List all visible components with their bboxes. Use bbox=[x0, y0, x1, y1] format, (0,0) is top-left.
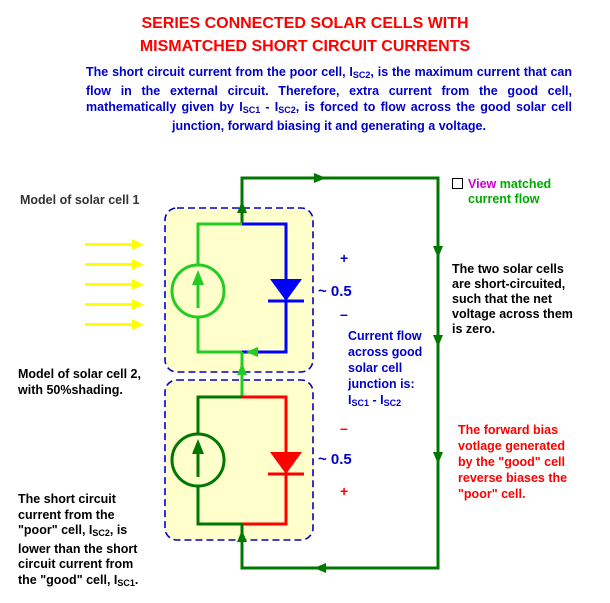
bottom-plus-sign: + bbox=[340, 483, 349, 499]
light-arrow-3 bbox=[85, 279, 144, 290]
cell-2-box bbox=[164, 379, 314, 541]
view-matched-label[interactable]: View matched current flow bbox=[468, 177, 552, 206]
cell-1-circuit bbox=[170, 222, 304, 378]
light-arrow-2 bbox=[85, 259, 144, 270]
note-junction-current: Current flow across good solar cell junc… bbox=[348, 328, 422, 411]
arrow-cell1-top bbox=[237, 201, 247, 213]
title-line-2: MISMATCHED SHORT CIRCUIT CURRENTS bbox=[139, 38, 471, 55]
light-arrow-1 bbox=[85, 239, 144, 250]
current-source-2 bbox=[170, 432, 226, 488]
bottom-minus-sign: – bbox=[340, 420, 348, 436]
light-arrow-5 bbox=[85, 319, 144, 330]
arrow-cell1-bottom bbox=[246, 347, 258, 357]
current-direction-arrows bbox=[237, 173, 443, 573]
title-line-1: SERIES CONNECTED SOLAR CELLS WITH bbox=[141, 15, 469, 32]
cell-2-circuit bbox=[170, 395, 304, 545]
arrow-bottom-wire bbox=[314, 563, 326, 573]
top-minus-sign: – bbox=[340, 306, 348, 322]
arrow-right-wire-2 bbox=[433, 335, 443, 347]
incident-light-arrows bbox=[85, 239, 144, 330]
top-plus-sign: + bbox=[340, 250, 349, 266]
view-matched-checkbox[interactable] bbox=[452, 178, 463, 189]
label-cell-2-line-1: Model of solar cell 2, bbox=[18, 367, 141, 381]
external-wire bbox=[240, 176, 440, 570]
arrow-right-wire-3 bbox=[433, 452, 443, 464]
label-cell-1: Model of solar cell 1 bbox=[20, 193, 140, 207]
good-cell-diode bbox=[270, 279, 302, 301]
bottom-voltage-value: ~ 0.5 bbox=[318, 451, 352, 468]
arrow-right-wire-1 bbox=[433, 246, 443, 258]
label-cell-2-line-2: with 50%shading. bbox=[18, 383, 123, 397]
top-voltage-value: ~ 0.5 bbox=[318, 283, 352, 300]
light-arrow-4 bbox=[85, 299, 144, 310]
intro-paragraph: The short circuit current from the poor … bbox=[86, 65, 573, 133]
poor-cell-diode bbox=[270, 452, 302, 474]
note-short-circuited: The two solar cells are short-circuited,… bbox=[452, 262, 573, 336]
arrow-top-wire bbox=[314, 173, 326, 183]
note-poor-cell: The short circuit current from the "poor… bbox=[18, 492, 139, 588]
current-source-1 bbox=[170, 263, 226, 319]
junction-formula: ISC1 - ISC2 bbox=[348, 393, 402, 408]
note-forward-bias: The forward bias votlage generated by th… bbox=[458, 423, 568, 501]
